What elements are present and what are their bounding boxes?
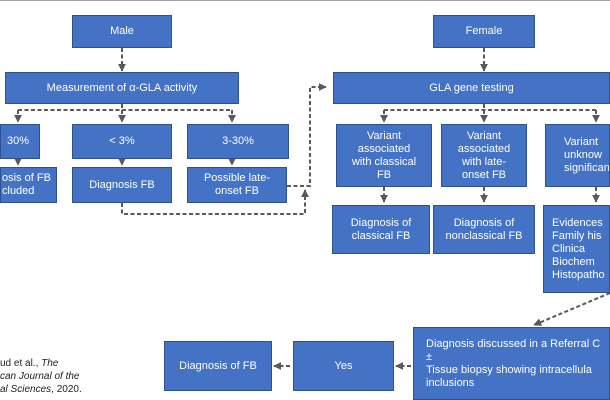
variant-classical-node: Variant associated with classical FB (336, 124, 432, 187)
evidences-node: Evidences Family his Clinica Biochem His… (543, 205, 610, 293)
connector-evidences-referral (533, 292, 610, 326)
variant-unknown-node: Variant unknow significan (545, 124, 610, 187)
female-node: Female (433, 15, 535, 48)
variant-late-onset-node: Variant associated with late- onset FB (441, 124, 527, 187)
connector-possible-gla (287, 83, 327, 187)
diagnosis-nonclassical-node: Diagnosis of nonclassical FB (433, 205, 535, 254)
gt30-node: 30% (0, 124, 40, 159)
measurement-node: Measurement of α-GLA activity (5, 72, 239, 104)
3-30-node: 3-30% (187, 124, 289, 159)
possible-late-onset-node: Possible late- onset FB (187, 167, 287, 203)
lt3-node: < 3% (72, 124, 172, 159)
top-border (0, 0, 610, 1)
diagnosis-of-fb-node: Diagnosis of FB (164, 341, 272, 391)
diagnosis-classical-node: Diagnosis of classical FB (332, 205, 430, 254)
gla-testing-node: GLA gene testing (333, 72, 610, 104)
citation-caption: ud et al., The can Journal of the al Sci… (0, 357, 160, 396)
citation-line-3: al Sciences, 2020. (0, 384, 82, 395)
fb-excluded-node: osis of FB cluded (0, 167, 57, 203)
citation-line-2: can Journal of the (0, 371, 80, 382)
male-node: Male (72, 15, 172, 48)
diagnosis-fb-node: Diagnosis FB (72, 167, 172, 203)
yes-node: Yes (293, 341, 394, 391)
referral-node: Diagnosis discussed in a Referral C ± Ti… (413, 327, 610, 400)
citation-line-1: ud et al., The (0, 358, 59, 369)
